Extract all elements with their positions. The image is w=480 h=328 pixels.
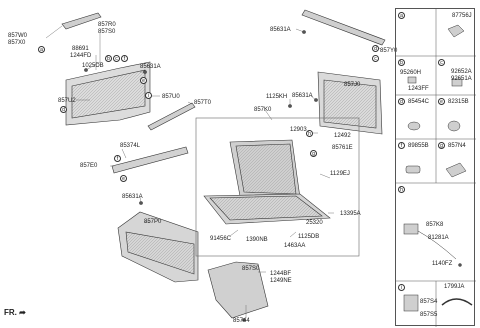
callout-f-main[interactable]: f — [121, 55, 128, 62]
front-arrow-icon: ➦ — [19, 308, 26, 317]
callout-d-main[interactable]: d — [60, 106, 67, 113]
label-857W0: 857W0 — [8, 33, 28, 39]
legend-part-857N4: 857N4 — [448, 143, 466, 149]
label-85761E: 85761E — [332, 145, 353, 151]
plug-89855B-icon — [405, 165, 421, 174]
clip-87756J-icon — [447, 24, 465, 38]
label-85631A-top: 85631A — [270, 27, 291, 33]
trim-strip-857W0 — [61, 12, 102, 30]
callout-e-main-2[interactable]: e — [120, 175, 127, 182]
legend-part-95260H: 95260H — [400, 70, 422, 76]
bracket-857S4-icon — [403, 294, 419, 312]
label-1244BF: 1244BF — [270, 271, 292, 277]
label-857U2: 857U2 — [58, 98, 76, 104]
callout-g-main[interactable]: g — [310, 150, 317, 157]
label-857J0: 857J0 — [344, 82, 361, 88]
legend-part-92652A: 92652A — [451, 69, 472, 75]
legend-part-81281A: 81281A — [428, 235, 449, 241]
tray-857S0 — [207, 261, 269, 319]
label-13395A: 13395A — [340, 211, 361, 217]
legend-callout-f: f — [398, 142, 405, 149]
legend-callout-g: g — [438, 142, 445, 149]
label-85631A-a: 85631A — [140, 64, 161, 70]
label-1025DB: 1025DB — [82, 63, 104, 69]
strap-1799JA-icon — [441, 298, 473, 306]
bumper-85454C-icon — [407, 121, 421, 131]
callout-i-main[interactable]: i — [145, 92, 152, 99]
legend-part-87756J: 87756J — [452, 13, 472, 19]
label-857K0: 857K0 — [254, 107, 272, 113]
label-857E0: 857E0 — [80, 163, 98, 169]
callout-f-main-2[interactable]: f — [114, 155, 121, 162]
legend-grid — [396, 9, 476, 327]
legend-callout-e: e — [438, 98, 445, 105]
bracket-95260H-icon — [407, 76, 417, 84]
bracket-92652A-icon — [451, 78, 463, 87]
legend-part-89855B: 89855B — [408, 143, 429, 149]
bumper-82315B-icon — [447, 120, 461, 132]
strip-857E0 — [111, 146, 189, 174]
legend-callout-d: d — [398, 98, 405, 105]
legend-part-82315B: 82315B — [448, 99, 469, 105]
latch-857K8-icon — [403, 223, 419, 235]
callout-a-main[interactable]: a — [38, 46, 45, 53]
callout-e-main[interactable]: e — [140, 77, 147, 84]
legend-part-857K8: 857K8 — [426, 222, 444, 228]
callout-c-main[interactable]: c — [113, 55, 120, 62]
front-direction-label: FR. ➦ — [4, 308, 26, 317]
trim-strip-857Y0 — [301, 9, 386, 46]
label-25320: 25320 — [306, 220, 323, 226]
legend-part-857S4: 857S4 — [420, 299, 438, 305]
legend-callout-i: i — [398, 284, 405, 291]
label-1463AA: 1463AA — [284, 243, 306, 249]
label-1129EJ: 1129EJ — [330, 171, 350, 177]
label-1125DB: 1125DB — [298, 234, 320, 240]
legend-callout-c: c — [438, 59, 445, 66]
label-1244FD: 1244FD — [70, 53, 92, 59]
label-1249NE: 1249NE — [270, 278, 292, 284]
label-857R0: 857R0 — [98, 22, 116, 28]
legend-part-1799JA: 1799JA — [444, 284, 465, 290]
legend-callout-a: a — [398, 12, 405, 19]
label-857P0: 857P0 — [144, 219, 162, 225]
legend-callout-h: h — [398, 186, 405, 193]
legend-callout-b: b — [398, 59, 405, 66]
label-12492: 12492 — [334, 133, 351, 139]
label-85631A-c: 85631A — [292, 93, 313, 99]
callout-b-main[interactable]: b — [105, 55, 112, 62]
label-857T0: 857T0 — [194, 100, 212, 106]
legend-part-85454C: 85454C — [408, 99, 430, 105]
label-857S0-bottom: 857S0 — [242, 266, 260, 272]
callout-c-right[interactable]: c — [372, 55, 379, 62]
label-857X0: 857X0 — [8, 40, 26, 46]
label-857Y0: 857Y0 — [380, 48, 398, 54]
legend-part-1140FZ: 1140FZ — [432, 261, 453, 267]
label-857S0: 857S0 — [98, 29, 116, 35]
label-91456C: 91456C — [210, 236, 232, 242]
label-857U0: 857U0 — [162, 94, 180, 100]
label-1125KH: 1125KH — [266, 94, 288, 100]
label-85631A-b: 85631A — [122, 194, 143, 200]
label-12903: 12903 — [290, 127, 307, 133]
label-88691: 88691 — [72, 46, 89, 52]
label-85744: 85744 — [233, 318, 250, 324]
strip-857T0 — [147, 102, 196, 131]
legend-part-1243FF: 1243FF — [408, 86, 429, 92]
label-1390NB: 1390NB — [246, 237, 268, 243]
cover-857N4-icon — [445, 162, 467, 178]
legend-part-857S5: 857S5 — [420, 312, 438, 318]
legend-part-92651A: 92651A — [451, 76, 472, 82]
callout-h-main[interactable]: h — [306, 130, 313, 137]
label-85374L: 85374L — [120, 143, 141, 149]
legend-table: a 87756J b 95260H 1243FF c 92652A 92651A… — [395, 8, 476, 327]
callout-d-right[interactable]: d — [372, 45, 379, 52]
